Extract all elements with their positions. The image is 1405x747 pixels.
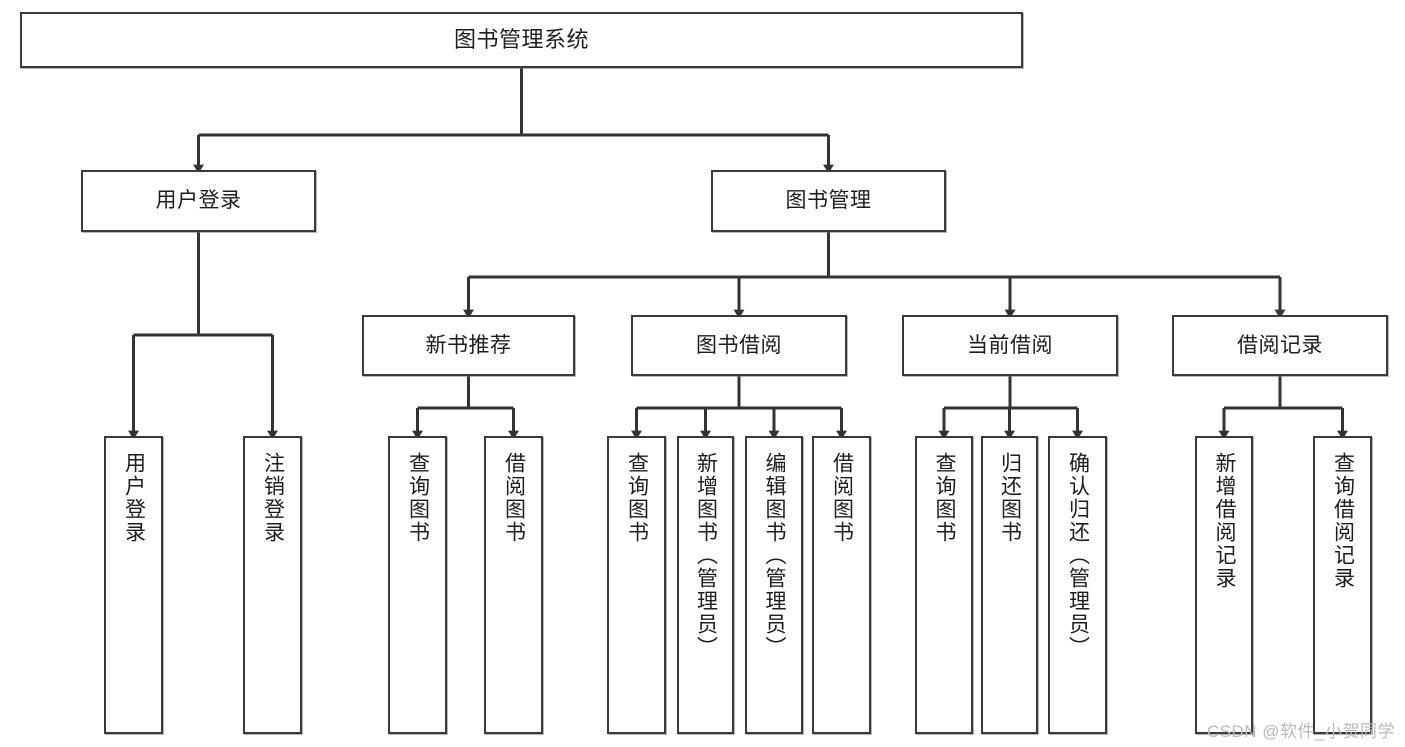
node-leaf-logout[interactable]: 注销登录: [243, 436, 302, 734]
node-book-borrow-label: 图书借阅: [696, 333, 782, 357]
node-leaf-query-book-2[interactable]: 查询图书: [607, 436, 666, 734]
node-leaf-query-book-3[interactable]: 查询图书: [915, 436, 973, 734]
watermark: CSDN @软件_小贺同学: [1206, 722, 1395, 741]
node-borrow-record-label: 借阅记录: [1237, 333, 1323, 357]
node-leaf-user-login-label: 用户登录: [122, 452, 146, 544]
node-user-login-label: 用户登录: [155, 189, 242, 213]
node-leaf-query-book-1-label: 查询图书: [406, 452, 430, 544]
node-book-manage-label: 图书管理: [785, 189, 872, 213]
node-leaf-edit-book-label: 编辑图书（管理员）: [763, 452, 787, 659]
node-leaf-return-book[interactable]: 归还图书: [981, 436, 1038, 734]
node-leaf-add-book[interactable]: 新增图书（管理员）: [677, 436, 734, 734]
node-current-borrow[interactable]: 当前借阅: [902, 315, 1118, 376]
node-leaf-query-record-label: 查询借阅记录: [1331, 452, 1355, 590]
node-leaf-query-book-2-label: 查询图书: [625, 452, 649, 544]
node-leaf-borrow-book-2-label: 借阅图书: [830, 452, 854, 544]
node-leaf-confirm-return-label: 确认归还（管理员）: [1066, 452, 1090, 659]
node-leaf-borrow-book-2[interactable]: 借阅图书: [812, 436, 871, 734]
node-leaf-add-record-label: 新增借阅记录: [1213, 452, 1237, 590]
node-leaf-edit-book[interactable]: 编辑图书（管理员）: [745, 436, 803, 734]
node-leaf-query-book-1[interactable]: 查询图书: [388, 436, 447, 734]
node-root-label: 图书管理系统: [453, 26, 589, 52]
node-book-manage[interactable]: 图书管理: [711, 170, 946, 232]
node-leaf-return-book-label: 归还图书: [998, 452, 1022, 544]
node-user-login[interactable]: 用户登录: [81, 170, 316, 232]
node-leaf-query-book-3-label: 查询图书: [933, 452, 957, 544]
node-leaf-user-login[interactable]: 用户登录: [104, 436, 163, 734]
node-leaf-borrow-book-1[interactable]: 借阅图书: [484, 436, 543, 734]
node-leaf-add-record[interactable]: 新增借阅记录: [1195, 436, 1253, 734]
node-leaf-add-book-label: 新增图书（管理员）: [694, 452, 718, 659]
node-leaf-query-record[interactable]: 查询借阅记录: [1313, 436, 1372, 734]
node-leaf-borrow-book-1-label: 借阅图书: [502, 452, 526, 544]
node-book-borrow[interactable]: 图书借阅: [631, 315, 847, 376]
node-new-book-recommend-label: 新书推荐: [425, 333, 512, 357]
node-leaf-confirm-return[interactable]: 确认归还（管理员）: [1048, 436, 1107, 734]
node-leaf-logout-label: 注销登录: [261, 452, 285, 544]
node-borrow-record[interactable]: 借阅记录: [1172, 315, 1388, 376]
node-new-book-recommend[interactable]: 新书推荐: [362, 315, 575, 376]
node-root[interactable]: 图书管理系统: [20, 12, 1023, 68]
node-current-borrow-label: 当前借阅: [967, 333, 1053, 357]
